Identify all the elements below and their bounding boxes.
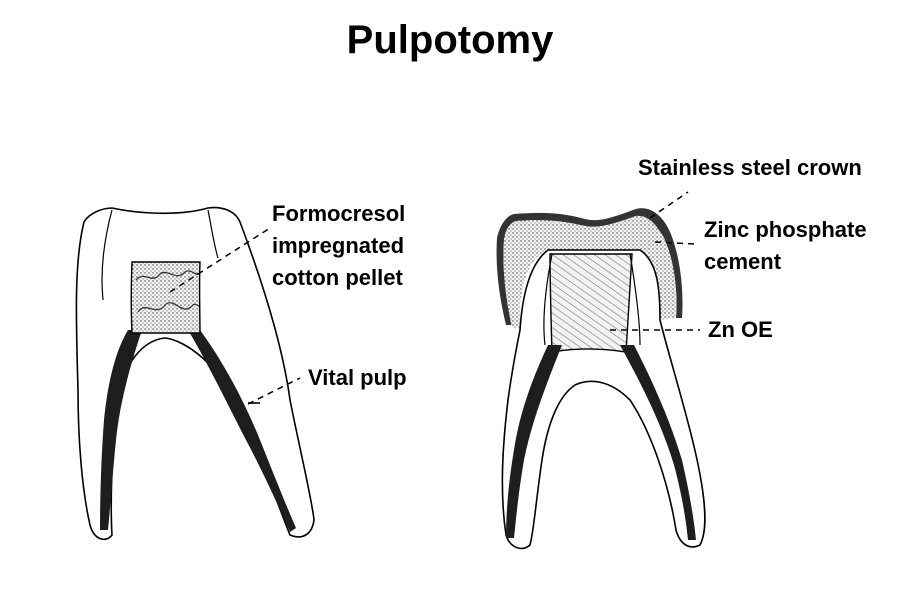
zinc-oxide-eugenol bbox=[549, 253, 633, 353]
label-zinc-oxide-eugenol: Zn OE bbox=[708, 317, 773, 342]
left-tooth bbox=[75, 206, 315, 541]
label-vital-pulp: Vital pulp bbox=[308, 365, 407, 390]
label-formocresol-pellet: Formocresol impregnated cotton pellet bbox=[272, 198, 405, 294]
right-tooth bbox=[496, 208, 706, 550]
leader-pellet bbox=[169, 227, 271, 293]
left-pulp-canal-right bbox=[188, 330, 296, 532]
label-line: impregnated bbox=[272, 233, 405, 258]
leader-vital-pulp bbox=[247, 377, 301, 405]
leader-crown bbox=[649, 191, 689, 219]
right-pulp-canal-right bbox=[620, 345, 696, 540]
left-pulp-canal-left bbox=[100, 330, 142, 530]
label-line: cement bbox=[704, 249, 782, 274]
stainless-steel-crown bbox=[496, 208, 683, 325]
label-zinc-phosphate-cement: Zinc phosphate cement bbox=[704, 214, 867, 278]
zinc-phosphate-cement bbox=[503, 215, 677, 328]
right-pulp-canal-left bbox=[506, 345, 562, 538]
label-line: cotton pellet bbox=[272, 265, 403, 290]
leader-zinc-phosphate bbox=[654, 241, 697, 245]
label-line: Formocresol bbox=[272, 201, 406, 226]
page-title: Pulpotomy bbox=[346, 18, 554, 62]
cotton-pellet bbox=[130, 261, 201, 334]
label-stainless-steel-crown: Stainless steel crown bbox=[638, 155, 862, 180]
label-line: Zinc phosphate bbox=[704, 217, 867, 242]
